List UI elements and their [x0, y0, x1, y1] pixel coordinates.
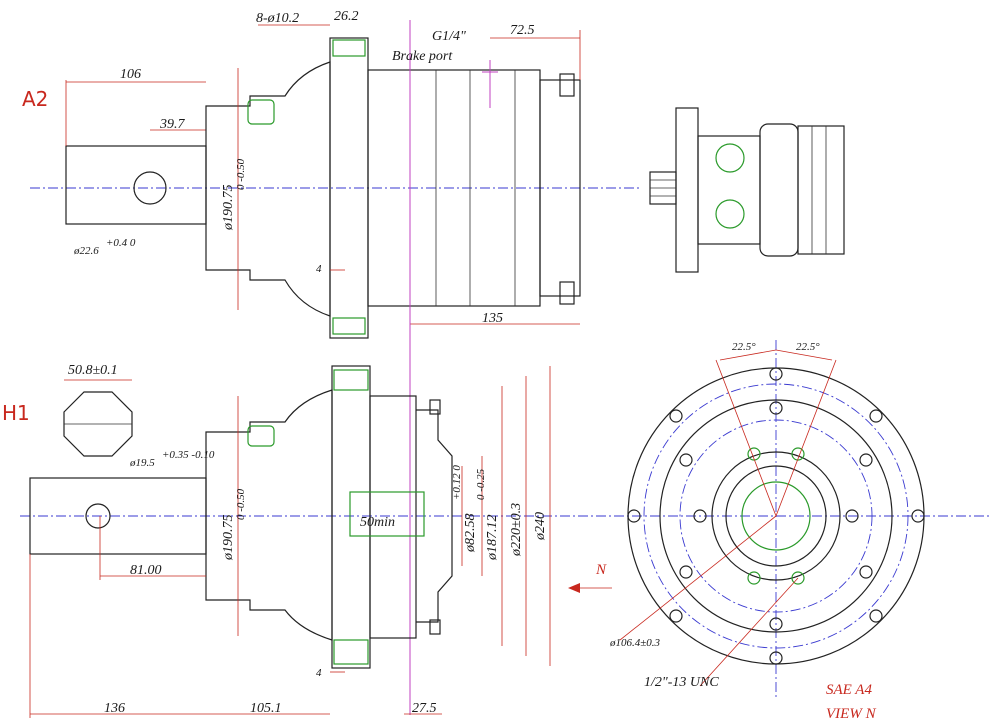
motor-side-view: [649, 107, 845, 273]
dim-step-bottom: 4: [316, 667, 322, 679]
dim-thread: 1/2"-13 UNC: [644, 675, 719, 690]
dim-bore1: ø82.58: [463, 514, 478, 554]
view-a2-label: A2: [22, 87, 48, 111]
dim-len3: 27.5: [412, 701, 437, 716]
dim-len2: 105.1: [250, 701, 282, 716]
dim-pilot-bottom: ø190.75: [221, 515, 236, 562]
dim-len1: 136: [104, 701, 125, 716]
dim-angle-1: 22.5°: [732, 341, 756, 353]
view-n-label: VIEW N: [826, 706, 877, 722]
dim-body-length: 135: [482, 311, 503, 326]
dim-brake-port: Brake port: [392, 49, 453, 64]
dim-bore1-tol: +0.12 0: [451, 465, 463, 500]
dim-pilot-top: ø190.75: [221, 185, 236, 232]
dim-key-offset: 39.7: [159, 117, 186, 132]
dim-pcd: ø220±0.3: [509, 503, 524, 557]
view-n-arrow-label: N: [595, 562, 607, 578]
dim-outer: ø240: [533, 512, 548, 541]
dim-port-size: G1/4": [432, 29, 466, 44]
sae-label: SAE A4: [826, 682, 872, 698]
dim-shaft-tolerance: +0.4 0: [106, 237, 136, 249]
bottom-side-view: [20, 365, 990, 718]
dim-bore2-tol: 0 -0.25: [475, 468, 487, 500]
dim-holes: 8-ø10.2: [256, 11, 299, 26]
dim-angle-2: 22.5°: [796, 341, 820, 353]
dim-port-offset: 72.5: [510, 23, 535, 38]
dim-key-length: 81.00: [130, 563, 162, 578]
dim-bore2: ø187.12: [485, 515, 500, 562]
dim-hex: 50.8±0.1: [68, 363, 118, 378]
dim-shaft-tol-bottom: +0.35 -0.10: [162, 449, 215, 461]
dim-shaft-diameter: ø22.6: [73, 245, 99, 257]
dim-pilot-top-tol: 0 -0.50: [235, 158, 247, 190]
dim-pilot-bottom-tol: 0 -0.50: [235, 488, 247, 520]
dim-step-top: 4: [316, 263, 322, 275]
view-h1-label: H1: [2, 401, 30, 425]
dim-flange-width: 26.2: [334, 9, 359, 24]
dim-shaft-length: 106: [120, 67, 141, 82]
end-view-n: [619, 340, 925, 700]
dim-bore-depth: 50min: [360, 515, 395, 530]
view-arrow-icon: [568, 583, 580, 593]
dim-shaft-d-bottom: ø19.5: [129, 457, 155, 469]
top-side-view: [30, 20, 640, 715]
dim-bolt-pcd: ø106.4±0.3: [609, 637, 661, 649]
